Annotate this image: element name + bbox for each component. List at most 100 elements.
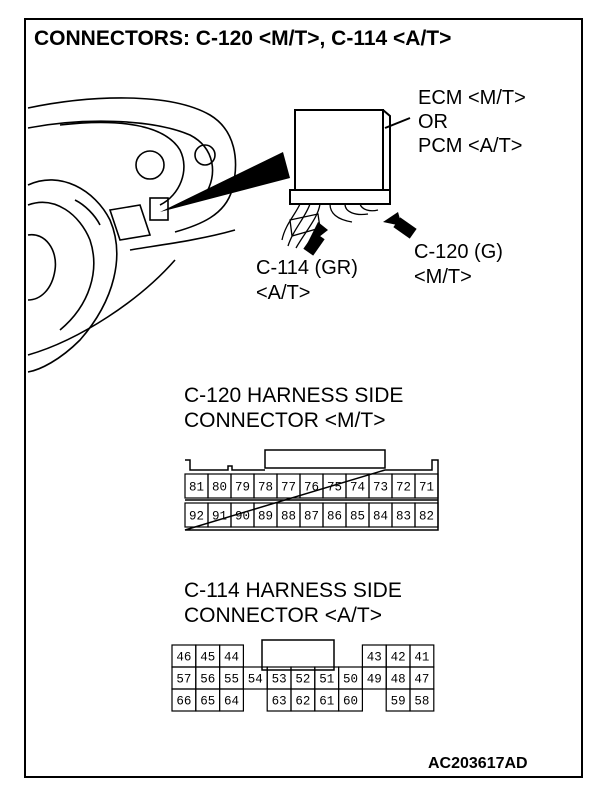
vent-outline [194,144,216,166]
c114-pin-57: 57 [171,666,197,690]
ecm-label-line3: PCM <A/T> [418,135,523,157]
figure-frame [24,18,583,778]
c120-callout-line2: <M/T> [414,266,472,288]
steering-wheel-outline [27,179,118,373]
c114-pin-63: 63 [266,688,292,712]
c114-pin-65: 65 [195,688,221,712]
pin-number: 56 [200,673,215,687]
c114-pin-46: 46 [171,644,197,668]
pin-number: 50 [343,673,358,687]
c114-pin-55: 55 [219,666,245,690]
c114-pin-60: 60 [338,688,364,712]
pin-number: 55 [224,673,239,687]
c120-header-line1: C-120 HARNESS SIDE [184,384,404,407]
c114-pin-47: 47 [409,666,435,690]
pin-number: 92 [189,510,204,524]
dash-inner-outline [27,120,214,196]
c114-pin-59: 59 [385,688,411,712]
c114-pin-62: 62 [290,688,316,712]
pin-number: 85 [350,510,365,524]
pin-number: 86 [327,510,342,524]
c120-pin-82: 82 [414,502,439,528]
pin-number: 49 [367,673,382,687]
pin-number: 81 [189,481,204,495]
pin-number: 64 [224,695,239,709]
ecm-label-line1: ECM <M/T> [418,87,526,109]
pin-number: 44 [224,651,239,665]
c114-pin-56: 56 [195,666,221,690]
panel-box-outline [108,204,152,241]
pin-number: 88 [281,510,296,524]
figure-code: AC203617AD [428,755,528,772]
pin-number: 82 [419,510,434,524]
c114-header-line2: CONNECTOR <A/T> [184,604,382,627]
c114-pin-49: 49 [361,666,387,690]
pin-number: 46 [176,651,191,665]
c114-pin-42: 42 [385,644,411,668]
pin-number: 53 [272,673,287,687]
pin-number: 57 [176,673,191,687]
pin-number: 77 [281,481,296,495]
c114-pin-50: 50 [338,666,364,690]
figure-title: CONNECTORS: C-120 <M/T>, C-114 <A/T> [34,27,452,50]
pin-number: 66 [176,695,191,709]
c114-pin-66: 66 [171,688,197,712]
pin-number: 60 [343,695,358,709]
c114-pin-41: 41 [409,644,435,668]
ecm-module [289,109,411,205]
pin-number: 48 [391,673,406,687]
c114-pin-43: 43 [361,644,387,668]
c114-callout-line2: <A/T> [256,282,311,304]
pin-number: 73 [373,481,388,495]
c114-header-line1: C-114 HARNESS SIDE [184,579,402,602]
pin-number: 61 [319,695,334,709]
pin-number: 43 [367,651,382,665]
pin-number: 75 [327,481,342,495]
dash-top-outline [27,97,237,233]
c114-pin-44: 44 [219,644,245,668]
pin-number: 83 [396,510,411,524]
pin-number: 59 [391,695,406,709]
c120-pin-71: 71 [414,473,439,499]
steering-inner-outline [27,201,95,331]
pin-number: 74 [350,481,365,495]
pin-number: 41 [414,651,429,665]
c114-pin-45: 45 [195,644,221,668]
pin-number: 72 [396,481,411,495]
pin-number: 65 [200,695,215,709]
pin-number: 51 [319,673,334,687]
c114-pin-58: 58 [409,688,435,712]
pin-number: 84 [373,510,388,524]
pin-number: 87 [304,510,319,524]
pin-number: 89 [258,510,273,524]
pin-number: 78 [258,481,273,495]
pin-number: 71 [419,481,434,495]
ecm-label-line2: OR [418,111,448,133]
pin-number: 54 [248,673,263,687]
c120-callout-line1: C-120 (G) [414,241,503,263]
location-pointer [160,152,290,212]
c114-pin-48: 48 [385,666,411,690]
pin-number: 45 [200,651,215,665]
c120-header-line2: CONNECTOR <M/T> [184,409,386,432]
gauge-outline [135,150,165,180]
pin-number: 58 [414,695,429,709]
pin-number: 79 [235,481,250,495]
c114-pin-61: 61 [314,688,340,712]
pin-number: 47 [414,673,429,687]
wire-harness [281,203,379,249]
steering-hub-outline [27,234,57,301]
pin-number: 91 [212,510,227,524]
pin-number: 90 [235,510,250,524]
dash-panel-outline [59,121,185,206]
pin-number: 80 [212,481,227,495]
c114-pin-64: 64 [219,688,245,712]
pin-number: 42 [391,651,406,665]
pin-number: 76 [304,481,319,495]
connector-location-mark [149,197,169,221]
pin-number: 62 [295,695,310,709]
c114-callout-line1: C-114 (GR) [256,257,358,279]
